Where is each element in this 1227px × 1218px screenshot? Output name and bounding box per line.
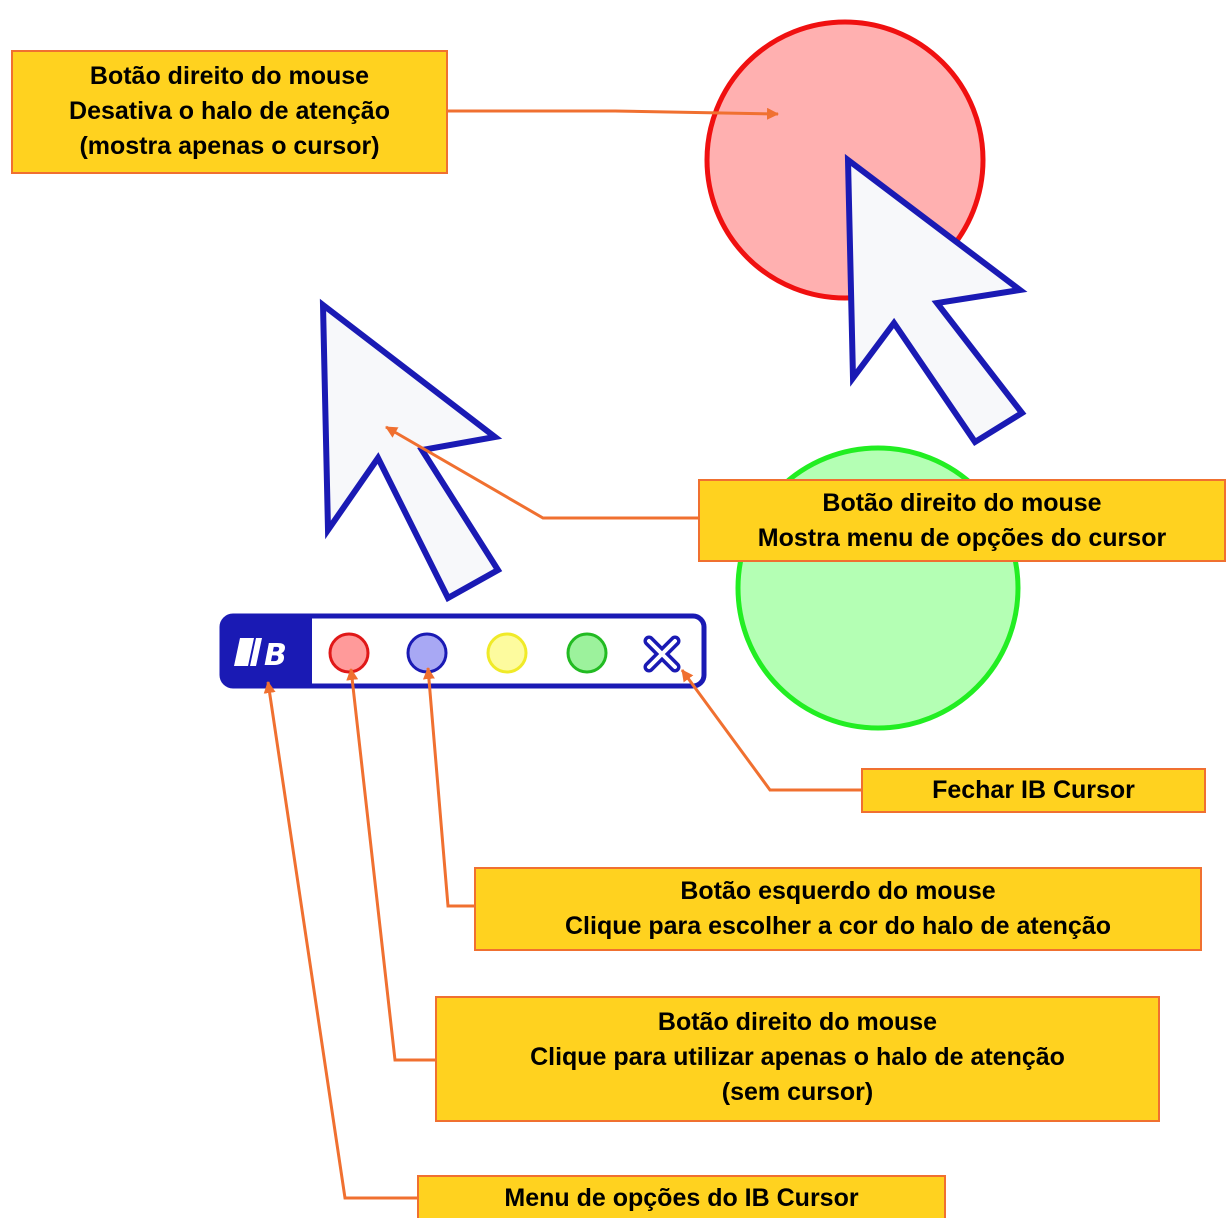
callout-line: Botão direito do mouse — [822, 489, 1102, 517]
ib-logo-menu-button[interactable]: B — [234, 638, 287, 673]
halo-green-swatch-button[interactable] — [566, 632, 608, 674]
close-button[interactable] — [643, 635, 681, 673]
close-x-icon-inner — [647, 639, 677, 669]
cursor-arrow-icon — [319, 298, 503, 603]
ib-logo-letter: B — [264, 638, 287, 673]
callout-line: Fechar IB Cursor — [932, 776, 1135, 804]
cursor-arrow-icon — [844, 153, 1028, 447]
leader-arrow — [346, 668, 436, 1062]
callout-line: Clique para escolher a cor do halo de at… — [565, 912, 1111, 940]
halo-yellow-swatch-button[interactable] — [486, 632, 528, 674]
callout-line: (sem cursor) — [721, 1078, 874, 1106]
callout-close-ib-cursor: Fechar IB Cursor — [861, 768, 1206, 813]
toolbar-logo-background — [222, 616, 312, 686]
callout-options-menu: Menu de opções do IB Cursor — [417, 1175, 946, 1218]
callout-line: (mostra apenas o cursor) — [79, 132, 380, 160]
callout-line: Clique para utilizar apenas o halo de at… — [530, 1043, 1065, 1071]
callout-line: Botão direito do mouse — [89, 62, 370, 90]
callout-line: Botão esquerdo do mouse — [680, 877, 996, 905]
halo-red-swatch-button[interactable] — [328, 632, 370, 674]
leader-arrow — [680, 669, 862, 792]
callout-line: Menu de opções do IB Cursor — [504, 1184, 859, 1212]
callout-line: Mostra menu de opções do cursor — [757, 524, 1167, 552]
leader-arrow — [447, 107, 779, 120]
callout-left-click-halo-color: Botão esquerdo do mouse Clique para esco… — [474, 867, 1202, 951]
callout-line: Desativa o halo de atenção — [69, 97, 390, 125]
ib-logo-slash-icon — [234, 638, 254, 666]
ib-cursor-toolbar: B — [219, 613, 707, 689]
callout-right-click-halo-only: Botão direito do mouse Clique para utili… — [435, 996, 1160, 1122]
callout-line: Botão direito do mouse — [657, 1008, 938, 1036]
ib-logo-slash-icon — [250, 638, 262, 666]
leader-arrow — [385, 425, 699, 520]
halo-blue-swatch-button[interactable] — [406, 632, 448, 674]
leader-arrow — [422, 667, 475, 908]
leader-arrow — [263, 681, 418, 1200]
callout-right-click-options-menu: Botão direito do mouse Mostra menu de op… — [698, 479, 1226, 562]
callout-right-click-disable-halo: Botão direito do mouse Desativa o halo d… — [11, 50, 448, 174]
